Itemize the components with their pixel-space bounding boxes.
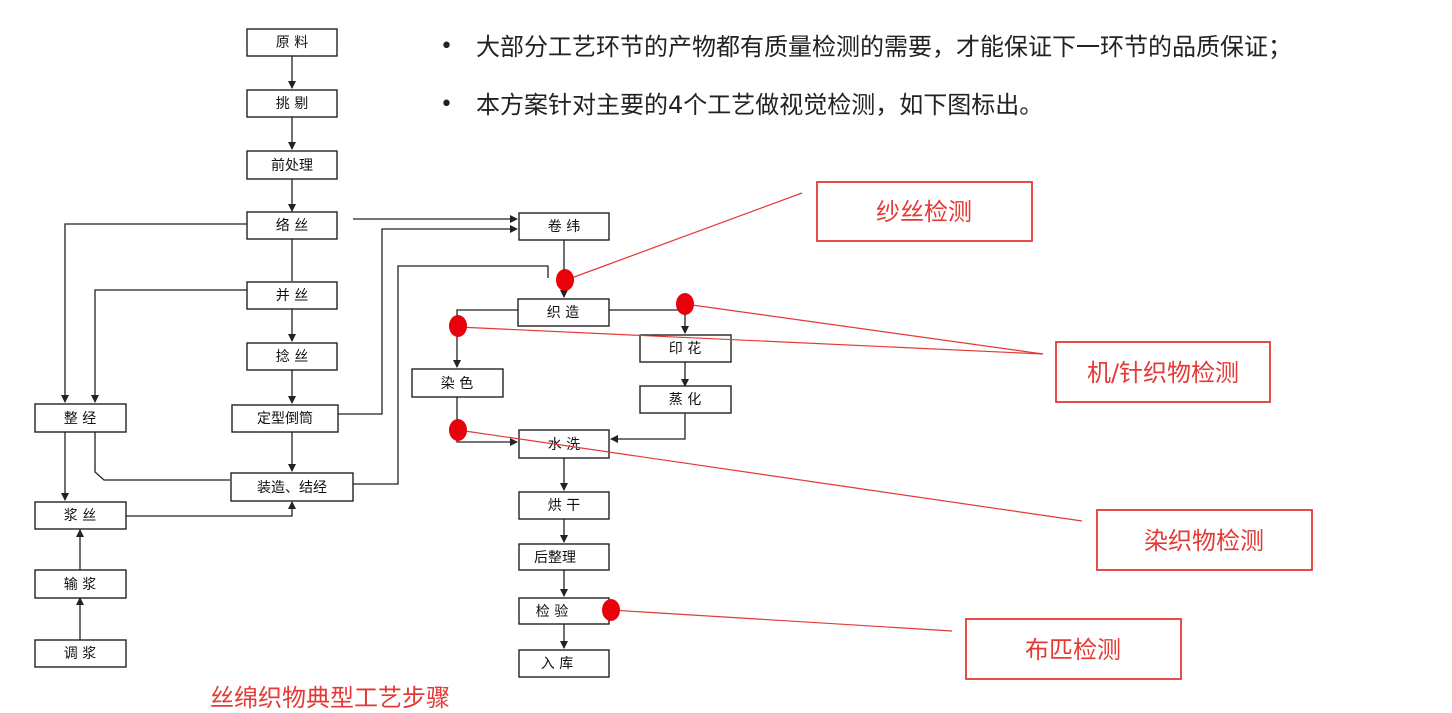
node-label: 装造、结经 xyxy=(257,480,327,496)
bullet-text: 大部分工艺环节的产物都有质量检测的需要，才能保证下一环节的品质保证； xyxy=(476,33,1292,61)
node-zhenghua: 蒸 化 xyxy=(639,385,732,414)
callout-fabric-loom-label: 机/针织物检测 xyxy=(1087,359,1239,387)
edge-zhengjing-zhuangzao xyxy=(94,432,230,481)
node-tiaojiang: 调 浆 xyxy=(34,639,127,668)
node-label: 并 丝 xyxy=(276,288,308,304)
edge-dingxing-juanwei xyxy=(338,225,518,415)
callout-yarn-label: 纱丝检测 xyxy=(876,198,972,226)
callout-boxes: 纱丝检测 机/针织物检测 染织物检测 布匹检测 xyxy=(816,181,1313,680)
node-label: 捻 丝 xyxy=(276,349,308,365)
edge-zhizao-ranse xyxy=(453,309,518,368)
node-ranse: 染 色 xyxy=(411,368,504,398)
node-label: 调 浆 xyxy=(64,646,96,662)
node-jianyan: 检 验 xyxy=(518,597,610,625)
connectors xyxy=(61,56,689,649)
edge-luosi-zhengjing xyxy=(61,223,247,403)
node-label: 卷 纬 xyxy=(548,219,580,235)
node-zhengjing: 整 经 xyxy=(34,403,127,433)
diagram-caption: 丝绵织物典型工艺步骤 xyxy=(210,684,450,712)
node-shuixi: 水 洗 xyxy=(518,429,610,459)
node-label: 浆 丝 xyxy=(64,508,96,524)
bullet-dot-icon: • xyxy=(440,92,453,117)
node-bingsi: 并 丝 xyxy=(246,281,338,310)
node-jiangsi: 浆 丝 xyxy=(34,501,127,530)
callout-fabric-loom: 机/针织物检测 xyxy=(1055,341,1271,403)
bullet-item: • 本方案针对主要的4个工艺做视觉检测，如下图标出。 xyxy=(440,86,1292,144)
node-label: 染 色 xyxy=(441,375,473,392)
node-ruku: 入 库 xyxy=(518,649,610,678)
node-label: 蒸 化 xyxy=(669,392,701,408)
node-label: 输 浆 xyxy=(64,577,96,593)
node-label: 原 料 xyxy=(276,35,308,51)
node-shujiang: 输 浆 xyxy=(34,569,127,599)
leader-cloth xyxy=(610,609,953,632)
marker-dyed xyxy=(449,419,467,441)
bullet-item: • 大部分工艺环节的产物都有质量检测的需要，才能保证下一环节的品质保证； xyxy=(440,28,1292,86)
node-yuanliao: 原 料 xyxy=(246,28,338,57)
edge-zhizao-yinhua xyxy=(609,309,689,334)
node-houzhengli: 后整理 xyxy=(518,543,610,571)
edge-bingsi-zhengjing xyxy=(91,289,247,403)
callout-leaders xyxy=(457,192,1083,632)
node-juanwei: 卷 纬 xyxy=(518,212,610,241)
marker-cloth xyxy=(602,599,620,621)
callout-dyed: 染织物检测 xyxy=(1096,509,1313,571)
edge-ranse-shuixi xyxy=(456,397,518,446)
node-honggan: 烘 干 xyxy=(518,491,610,520)
marker-yarn xyxy=(556,269,574,291)
node-luosi: 络 丝 xyxy=(246,211,338,240)
node-zhizao: 织 造 xyxy=(517,298,610,327)
node-label: 前处理 xyxy=(271,157,313,174)
node-zhuangzao: 装造、结经 xyxy=(230,472,354,502)
node-dingxing: 定型倒筒 xyxy=(231,404,339,433)
node-niansi: 捻 丝 xyxy=(246,342,338,371)
node-label: 检 验 xyxy=(536,604,568,620)
detection-markers xyxy=(449,269,694,621)
bullet-list: • 大部分工艺环节的产物都有质量检测的需要，才能保证下一环节的品质保证； • 本… xyxy=(440,28,1292,144)
marker-loom-fabric xyxy=(676,293,694,315)
edge-zhuangzao-zhizao xyxy=(353,265,549,485)
bullet-dot-icon: • xyxy=(440,34,453,59)
bullet-text: 本方案针对主要的4个工艺做视觉检测，如下图标出。 xyxy=(476,91,1044,119)
callout-yarn: 纱丝检测 xyxy=(816,181,1033,242)
callout-cloth-label: 布匹检测 xyxy=(1025,636,1121,664)
callout-cloth: 布匹检测 xyxy=(965,618,1182,680)
node-label: 入 库 xyxy=(541,656,573,672)
node-label: 络 丝 xyxy=(276,218,308,234)
node-tiaoti: 挑 剔 xyxy=(246,89,338,118)
node-label: 整 经 xyxy=(64,411,96,427)
node-qianchuli: 前处理 xyxy=(246,150,338,180)
leader-fabric-loom-1 xyxy=(684,303,1044,355)
edge-jiangsi-zhuangzao xyxy=(126,501,296,517)
process-nodes: 原 料 挑 剔 前处理 络 丝 并 丝 捻 丝 定型倒筒 装造、结经 xyxy=(34,28,732,678)
leader-dyed xyxy=(457,429,1083,522)
node-label: 印 花 xyxy=(669,341,701,357)
node-label: 定型倒筒 xyxy=(257,410,313,427)
edge-zhenghua-shuixi xyxy=(610,413,686,443)
callout-dyed-label: 染织物检测 xyxy=(1144,527,1264,555)
node-label: 后整理 xyxy=(534,550,576,566)
marker-woven xyxy=(449,315,467,337)
node-label: 挑 剔 xyxy=(276,96,308,112)
leader-fabric-loom-2 xyxy=(457,326,1044,355)
node-label: 烘 干 xyxy=(548,498,580,514)
leader-yarn xyxy=(565,192,803,281)
node-label: 织 造 xyxy=(547,305,579,321)
